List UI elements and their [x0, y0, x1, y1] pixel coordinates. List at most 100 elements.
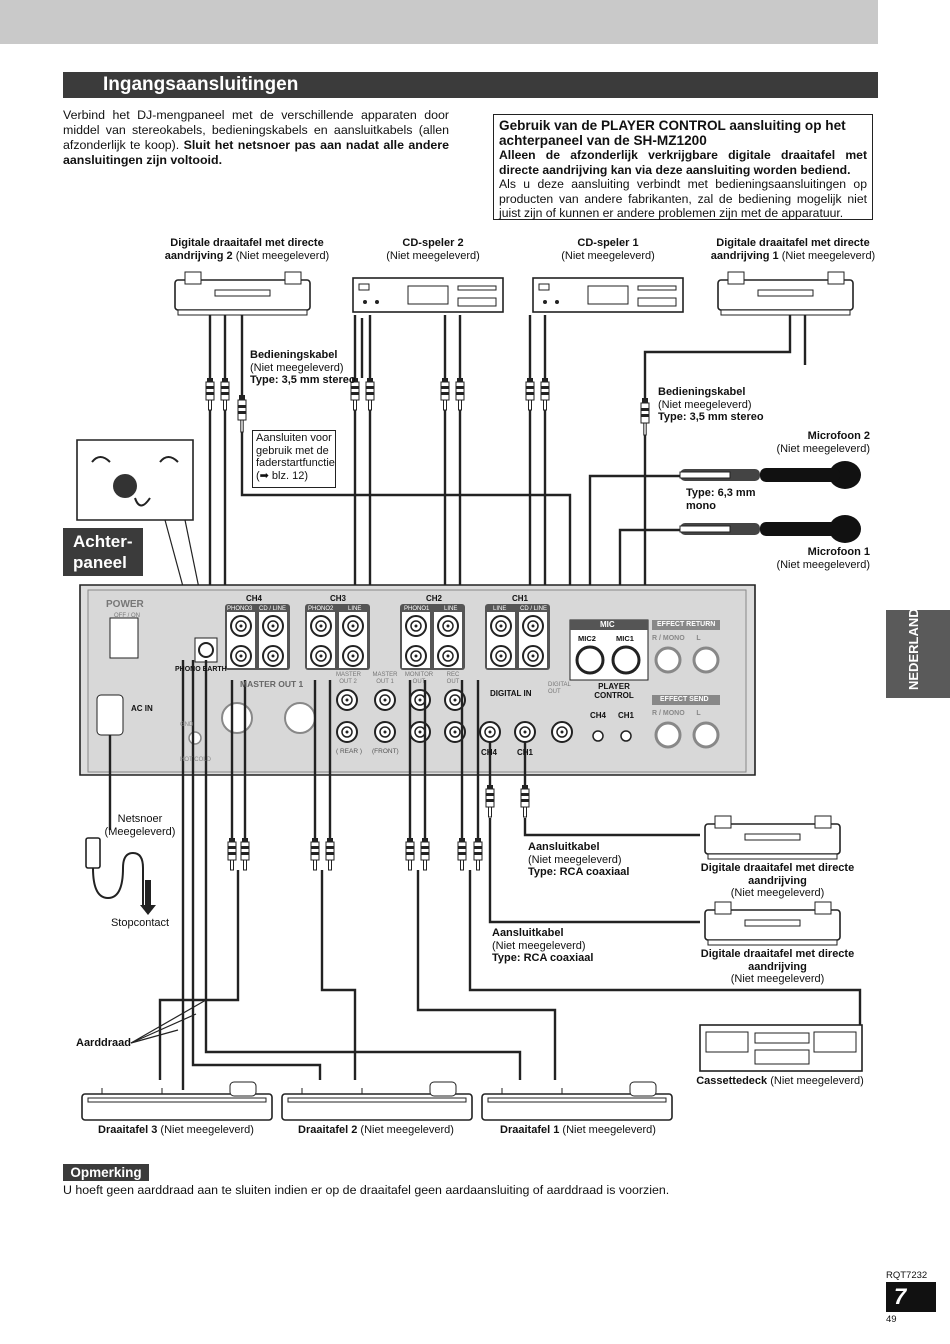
control-cable-left-label: Bedieningskabel (Niet meegeleverd) Type:…: [250, 349, 360, 387]
pc-ch1-label: CH1: [618, 711, 635, 720]
language-tab: NEDERLANDS: [886, 600, 950, 698]
phono-earth-label: PHONO EARTH: [175, 666, 227, 673]
section-title: Ingangsaansluitingen: [103, 74, 299, 95]
device-name: Draaitafel 2: [298, 1124, 358, 1136]
earth-wire-label: Aarddraad: [76, 1037, 132, 1049]
cable-type: Type: RCA coaxiaal: [492, 952, 594, 964]
r-mono-label: R / MONO: [652, 635, 685, 642]
device-label-cd1: CD-speler 1(Niet meegeleverd): [545, 237, 671, 262]
cdline-label-ch4: CD / LINE: [259, 606, 287, 612]
device-label-dd2: Digitale draaitafel met directe aandrijv…: [152, 237, 342, 262]
mic1-label: MIC1: [616, 634, 634, 643]
fader-start-note: Aansluiten voor gebruik met de faderstar…: [252, 430, 336, 488]
line-label-ch1: LINE: [493, 606, 507, 612]
note-text: U hoeft geen aarddraad aan te sluiten in…: [63, 1183, 670, 1197]
intro-text: Verbind het DJ-mengpaneel met de verschi…: [63, 108, 449, 152]
power-off-on: OFF / ON: [114, 613, 141, 619]
digital-in-label: DIGITAL IN: [490, 689, 532, 698]
ch1-label: CH1: [512, 594, 529, 603]
r-mono-label: R / MONO: [652, 710, 685, 717]
phono1-label: PHONO1: [404, 606, 430, 612]
top-gray-bar: [0, 0, 878, 44]
sub-page-number: 49: [886, 1314, 897, 1325]
cable-name: Bedieningskabel: [250, 349, 338, 361]
rear-label: ( REAR ): [336, 748, 362, 755]
info-box-text: Als u deze aansluiting verbindt met bedi…: [499, 177, 867, 220]
player-control-label: PLAYER CONTROL: [594, 682, 634, 700]
cable-note: (Niet meegeleverd): [492, 939, 586, 952]
front-label: (FRONT): [372, 748, 399, 755]
device-note: (Niet meegeleverd): [562, 1124, 656, 1136]
monitor-out-label: MONITOR OUT: [404, 672, 434, 685]
dd-right-2-label: Digitale draaitafel met directe aandrijv…: [695, 948, 860, 986]
l-label: L: [696, 710, 701, 717]
line-label-ch3: LINE: [348, 606, 362, 612]
note-label: Opmerking: [63, 1164, 149, 1181]
mic1-label-text: Microfoon 1(Niet meegeleverd): [760, 546, 870, 571]
rear-panel-label: Achter-paneel: [63, 528, 143, 576]
mic-cable-type: Type: 6,3 mm mono: [686, 487, 756, 512]
cable-note: (Niet meegeleverd): [528, 853, 622, 866]
device-name: CD-speler 2: [402, 237, 464, 249]
mic-name: Microfoon 1: [807, 546, 870, 558]
device-note: (Niet meegeleverd): [360, 1124, 454, 1136]
effect-send-label: EFFECT SEND: [660, 696, 709, 703]
device-name: Draaitafel 1: [500, 1124, 560, 1136]
cable-note: (Niet meegeleverd): [658, 398, 752, 411]
off-label: OFF: [114, 613, 126, 619]
device-note: (Niet meegeleverd): [770, 1075, 864, 1087]
ac-in-label: AC IN: [131, 704, 153, 713]
player-control-info-box: Gebruik van de PLAYER CONTROL aansluitin…: [493, 114, 873, 220]
device-label-cd2: CD-speler 2(Niet meegeleverd): [370, 237, 496, 262]
device-name: Cassettedeck: [696, 1075, 768, 1087]
coax-cable-2-label: Aansluitkabel (Niet meegeleverd) Type: R…: [492, 927, 612, 965]
power-label: POWER: [106, 599, 144, 610]
phono3-label: PHONO3: [227, 606, 253, 612]
mic-name: Microfoon 2: [807, 430, 870, 442]
dd-right-1-label: Digitale draaitafel met directe aandrijv…: [695, 862, 860, 900]
control-cable-right-label: Bedieningskabel (Niet meegeleverd) Type:…: [658, 386, 768, 424]
page-number: 7: [886, 1282, 936, 1312]
mic2-label: MIC2: [578, 634, 596, 643]
effect-send-rmono: R / MONO L: [652, 708, 701, 721]
device-note: (Niet meegeleverd): [730, 887, 825, 899]
power-cord-label: Netsnoer(Meegeleverd): [104, 813, 176, 838]
cold-label: COLD: [194, 757, 211, 763]
line-label-ch2: LINE: [444, 606, 458, 612]
hot-label: HOT: [180, 757, 193, 763]
outlet-label: Stopcontact: [110, 917, 170, 929]
device-name: Digitale draaitafel met directe aandrijv…: [700, 862, 855, 887]
device-name: Draaitafel 3: [98, 1124, 158, 1136]
cable-type: Type: RCA coaxiaal: [528, 866, 630, 878]
din-ch4-label: CH4: [481, 748, 498, 757]
cable-name: Aansluitkabel: [492, 927, 564, 939]
turntable-3-label: Draaitafel 3 (Niet meegeleverd): [86, 1124, 266, 1137]
mic-note: (Niet meegeleverd): [776, 558, 870, 571]
mic2-label-text: Microfoon 2(Niet meegeleverd): [760, 430, 870, 455]
pc-ch4-label: CH4: [590, 711, 607, 720]
device-note: (Niet meegeleverd): [386, 249, 480, 262]
mic-label: MIC: [600, 620, 615, 629]
cdline-label-ch1: CD / LINE: [520, 606, 548, 612]
device-note: (Niet meegeleverd): [561, 249, 655, 262]
master-out1-label: MASTER OUT 1: [372, 672, 398, 685]
cable-note: (Niet meegeleverd): [250, 361, 344, 374]
cable-name: Aansluitkabel: [528, 841, 600, 853]
device-name: Digitale draaitafel met directe aandrijv…: [164, 237, 324, 262]
effect-return-rmono: R / MONO L: [652, 633, 701, 646]
ch3-label: CH3: [330, 594, 347, 603]
master-out1-xlr-label: MASTER OUT 1: [240, 679, 304, 689]
section-title-bar: Ingangsaansluitingen: [63, 72, 878, 98]
cable-type: Type: 3,5 mm stereo: [658, 411, 764, 423]
on-label: ON: [131, 613, 141, 619]
document-code: RQT7232: [886, 1270, 928, 1281]
gnd-label: GND: [180, 722, 194, 728]
effect-return-label: EFFECT RETURN: [657, 621, 716, 628]
device-note: (Niet meegeleverd): [730, 973, 825, 985]
digital-out-label: DIGITAL OUT: [548, 682, 571, 695]
rec-out-label: REC OUT: [446, 672, 460, 685]
info-box-bold: Alleen de afzonderlijk verkrijgbare digi…: [499, 148, 867, 177]
l-label: L: [696, 635, 701, 642]
ch4-label: CH4: [246, 594, 263, 603]
intro-paragraph: Verbind het DJ-mengpaneel met de verschi…: [63, 108, 449, 168]
